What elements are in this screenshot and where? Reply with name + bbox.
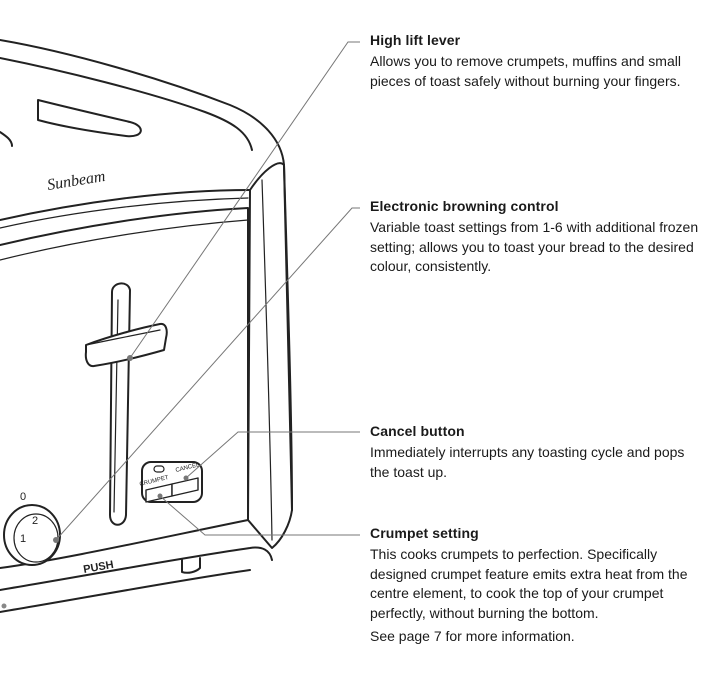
callout-title: Cancel button: [370, 423, 465, 439]
bread-slot: [37, 99, 142, 138]
toaster-base: [0, 546, 273, 591]
leader-cancel: [185, 431, 360, 479]
callout-extra: See page 7 for more information.: [370, 628, 575, 644]
callout-body: Variable toast settings from 1-6 with ad…: [370, 219, 699, 274]
callout-title: Crumpet setting: [370, 525, 479, 541]
brand-logo: Sunbeam: [46, 168, 107, 194]
callout-crumpet-setting: Crumpet setting This cooks crumpets to p…: [370, 525, 700, 647]
toaster-foot: [181, 557, 201, 574]
cancel-btn-label: CANCEL: [175, 462, 201, 474]
leader-dot-crumpet: [157, 493, 163, 499]
callout-body: Allows you to remove crumpets, muffins a…: [370, 53, 681, 89]
callout-body: This cooks crumpets to perfection. Speci…: [370, 546, 688, 621]
dial-digit-2: 2: [32, 515, 38, 527]
toaster-top-inner: [0, 57, 253, 151]
dial-digit-0: 0: [20, 491, 26, 503]
leader-dot-cancel: [183, 475, 189, 481]
dial-digit-1: 1: [20, 533, 26, 545]
crumpet-indicator: [153, 465, 165, 473]
cancel-button: [171, 477, 199, 497]
callout-title: Electronic browning control: [370, 198, 559, 214]
leader-dot-browning: [53, 537, 59, 543]
callout-cancel-button: Cancel button Immediately interrupts any…: [370, 423, 700, 482]
leader-lever: [129, 41, 360, 359]
callout-body: Immediately interrupts any toasting cycl…: [370, 444, 685, 480]
callout-browning-control: Electronic browning control Variable toa…: [370, 198, 700, 277]
callout-title: High lift lever: [370, 32, 461, 48]
leader-crumpet: [159, 495, 360, 536]
lever-slot: [109, 282, 131, 526]
push-label: PUSH: [82, 559, 114, 576]
leader-dot-lever: [127, 355, 133, 361]
callout-high-lift-lever: High lift lever Allows you to remove cru…: [370, 32, 700, 91]
toaster-top: [0, 39, 285, 166]
leader-browning: [55, 207, 360, 541]
